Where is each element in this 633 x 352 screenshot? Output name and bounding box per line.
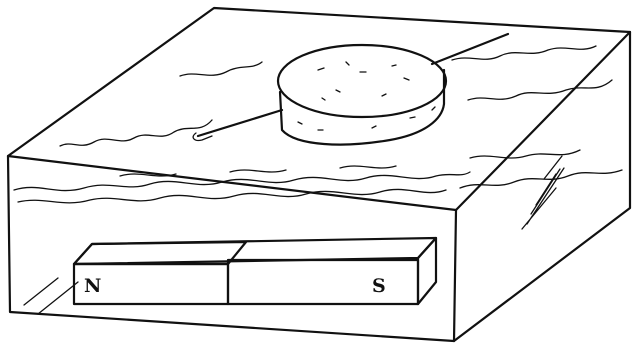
container-rim	[8, 8, 630, 210]
cork	[278, 45, 446, 145]
north-pole-label: N	[84, 275, 101, 297]
cork-texture	[298, 62, 435, 130]
needle-body	[198, 34, 508, 136]
water-line-right	[452, 46, 612, 100]
needle	[193, 34, 508, 140]
south-pole-label: S	[372, 275, 386, 297]
magnet-south-half	[228, 260, 418, 304]
water-line-front	[14, 172, 470, 191]
bar-magnet: N S	[74, 238, 436, 304]
magnet-end-face	[418, 238, 436, 304]
water-line-side	[460, 170, 622, 188]
water-line-back	[60, 62, 262, 146]
glass-reflection	[522, 156, 564, 229]
cork-top	[278, 45, 446, 117]
glass-reflection-left	[24, 278, 78, 314]
